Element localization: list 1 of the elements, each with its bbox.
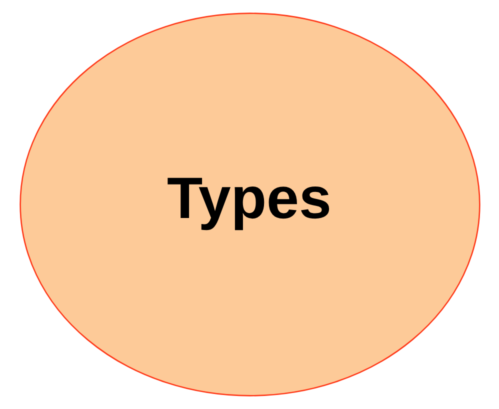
node-ellipse: Types: [19, 12, 480, 396]
